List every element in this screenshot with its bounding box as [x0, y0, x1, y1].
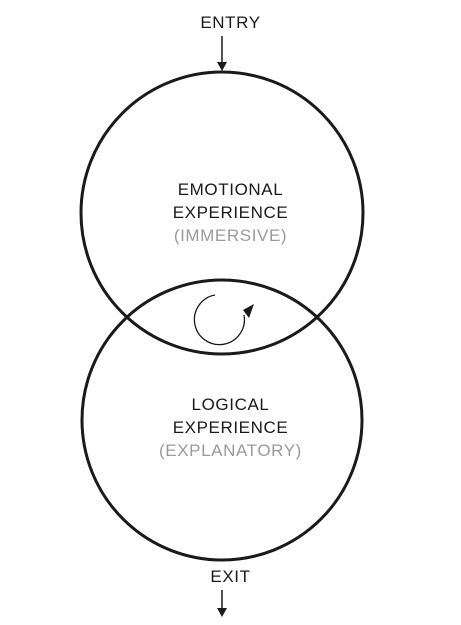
- exit-arrow-icon: [217, 590, 227, 617]
- logical-experience-circle: [80, 278, 364, 562]
- exit-label: EXIT: [210, 567, 251, 586]
- logical-label: LOGICAL: [191, 395, 270, 414]
- emotional-label: EMOTIONAL: [177, 180, 284, 199]
- explanatory-label: (EXPLANATORY): [159, 441, 302, 460]
- experience-label-top: EXPERIENCE: [172, 203, 289, 222]
- entry-arrow-icon: [217, 36, 227, 71]
- entry-label: ENTRY: [200, 13, 261, 32]
- cycle-arrow-icon: [193, 294, 254, 346]
- emotional-experience-circle: [79, 70, 365, 356]
- immersive-label: (IMMERSIVE): [173, 226, 288, 245]
- experience-label-bottom: EXPERIENCE: [172, 418, 289, 437]
